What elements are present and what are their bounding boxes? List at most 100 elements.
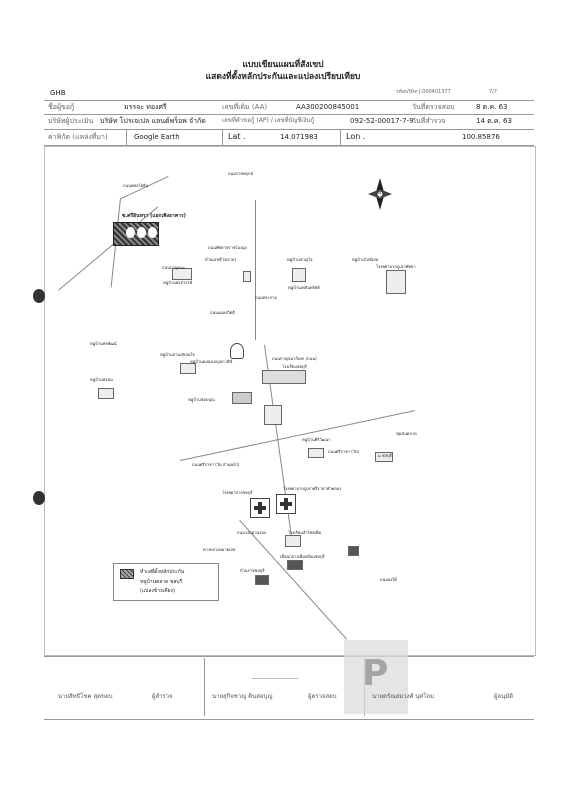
map-label: ถนนวงแหวนรอบ	[237, 530, 267, 535]
map-label: ชุมชนตลาด	[396, 431, 417, 436]
company-stamp: P	[344, 640, 408, 714]
page-number: 7/7	[489, 89, 498, 95]
company-value: บริษัท โปรเจเปล แลนด์พร็อพ จำกัด	[100, 117, 206, 125]
ap-label: เลขที่คำขอกู้ (AP) / เลขที่บัญชีเงินกู้	[222, 117, 315, 124]
map-label: หมู่บ้านชาญใจ	[287, 257, 313, 262]
building-icon	[285, 535, 301, 547]
school-building-icon	[262, 370, 306, 384]
map-label: หมู่บ้านเพลินทรัพย์	[288, 285, 320, 290]
map-label: ถนนลงใต้	[380, 577, 397, 582]
map-label: ถนนศรีราชา (วัด ส่วนหน้า)	[192, 462, 240, 467]
signer-name: นายดรัณสมวงศ์ นุศโลม	[372, 693, 435, 700]
map-label: หมู่บ้านพรสวรรค์	[163, 280, 193, 285]
lon-label: Lon .	[346, 132, 366, 141]
map-label: ทางหลวงหมายเลข	[203, 547, 236, 552]
map-label: โรงพยาบาลภูเขาศรีราชาหัวคลอง	[283, 486, 342, 491]
legend-item: หมู่บ้านตลาด ชลบุรี	[140, 579, 183, 585]
map-label: โรงเรียนลำไทยเพิ่ม	[288, 530, 322, 535]
map-label: หมู่บ้านพรหม	[90, 377, 113, 382]
company-label: บริษัทผู้ประเมิน	[48, 117, 94, 125]
hospital-icon	[250, 498, 270, 518]
map-label: ถนนราชพฤกษ์	[228, 171, 254, 176]
building-icon	[348, 546, 359, 556]
signature-cell: นายสิทธิโชค สุดขอบ ผู้สำรวจ	[44, 658, 205, 716]
map-label: โรงพยาบาลชลบุรี	[222, 490, 253, 495]
form-row-coords: ค่าพิกัด (แหล่งที่มา) Google Earth Lat .…	[44, 130, 534, 146]
building-icon	[292, 268, 306, 282]
signer-role: ผู้อนุมัติ	[494, 693, 514, 700]
map-legend: ทำเลที่ตั้งหลักประกัน หมู่บ้านตลาด ชลบุร…	[113, 563, 219, 601]
owner-value: มรรจะ ทองศรี	[124, 103, 167, 111]
form-row-owner: ชื่อผู้ขอกู้ มรรจะ ทองศรี เลขที่เดิม (AA…	[44, 100, 534, 115]
map-label: เขื่อนกลางเพิ่มพร้อมชลบุรี	[280, 554, 325, 559]
coord-label: ค่าพิกัด (แหล่งที่มา)	[48, 133, 108, 141]
temple-icon	[232, 392, 252, 404]
binder-hole	[33, 491, 45, 505]
map-label: หมู่บ้านคลองเบญจภาคินี	[190, 359, 233, 364]
legend-swatch	[120, 569, 134, 579]
assess-date-label: วันที่สำรวจ	[412, 117, 446, 125]
map-label: โรงพยาบาลภูเขาพัทยา	[376, 264, 416, 269]
building-icon	[264, 405, 282, 425]
map-label: หมู่บ้านสวนสุขสมใจ	[160, 352, 195, 357]
building-icon	[287, 560, 303, 570]
temple-marker-icon	[230, 343, 244, 359]
page-title: แบบเขียนแผนที่สังเขป	[242, 60, 324, 70]
signer-role: ผู้สำรวจ	[152, 693, 173, 700]
map-label: ถนนกาญจนาภิเษก (ถนน)	[272, 356, 317, 361]
building-icon	[243, 271, 251, 282]
form-row-header: GHB รหัสบริษัท J.000401377 7/7	[44, 86, 534, 101]
survey-date-value: 8 ต.ค. 63	[476, 103, 508, 111]
lat-value: 14.071983	[280, 133, 318, 141]
aa-value: AA300200845001	[296, 103, 360, 111]
map-label: บ้านราชชลบุรี	[240, 568, 265, 573]
ap-value: 092-52-00017-7-9	[350, 117, 414, 125]
hospital-icon	[276, 494, 296, 514]
north-arrow-icon: N	[368, 178, 392, 210]
map-label: หมู่บ้านไลท์เสอ	[352, 257, 379, 262]
assess-date-value: 14 ต.ค. 63	[476, 117, 512, 125]
map-label: ซ.ศรีอินทรา (แยกเพิงอาคาร)	[122, 213, 186, 219]
legend-item: ทำเลที่ตั้งหลักประกัน	[140, 569, 185, 575]
map-label: ถนนพัทยาปราชโมงมุ่ง	[208, 245, 247, 250]
signer-name: นายสิทธิโชค สุดขอบ	[58, 693, 113, 700]
map-label: ม.ชลบุรี	[378, 453, 392, 458]
map-label: โรงเรียนชลบุรี	[282, 364, 307, 369]
form-row-company: บริษัทผู้ประเมิน บริษัท โปรเจเปล แลนด์พร…	[44, 114, 534, 130]
building-icon	[255, 575, 269, 585]
signature-cell: P นายดรัณสมวงศ์ นุศโลม ผู้อนุมัติ	[344, 640, 534, 716]
building-icon	[308, 448, 324, 458]
map-label: ถนนพหลโยธิน	[123, 183, 149, 188]
survey-date-label: วันที่ตรวจสอบ	[412, 103, 455, 111]
coord-source: Google Earth	[134, 133, 180, 141]
map-label: ถนนพระราม	[255, 295, 277, 300]
legend-item: (แปลงข้างเคียง)	[140, 588, 175, 594]
map-label: หมู่บ้านศิริวัฒนา	[302, 437, 331, 442]
building-icon	[172, 268, 192, 280]
signer-role: ผู้ตรวจสอบ	[308, 693, 337, 700]
signature-mark	[251, 664, 307, 679]
building-icon	[98, 388, 114, 399]
owner-label: ชื่อผู้ขอกู้	[48, 103, 75, 111]
grid-building-icon	[386, 270, 406, 294]
signature-cell: นายสุกิจชาญ ดินสอบุญ ผู้ตรวจสอบ	[204, 658, 365, 716]
map-label: ถนนศรีราชา (วัด)	[328, 449, 360, 454]
org-label: GHB	[50, 89, 66, 97]
ref-code: รหัสบริษัท J.000401377	[396, 89, 451, 95]
map-label: หมู่บ้านชอบบุณ	[188, 397, 215, 402]
road-line	[255, 200, 256, 340]
signature-section	[44, 656, 534, 720]
lon-value: 100.85876	[462, 133, 500, 141]
lat-label: Lat .	[228, 132, 246, 141]
map-label: หมู่บ้านพรพัฒน์	[90, 341, 117, 346]
binder-hole	[33, 289, 45, 303]
map-label: บ้านเลขที่ (ตลาด)	[205, 257, 236, 262]
map-label: ถนนกาญจนะ	[162, 265, 186, 270]
aa-label: เลขที่เดิม (AA)	[222, 103, 268, 111]
subject-property-marker	[113, 222, 159, 246]
site-map	[44, 146, 536, 656]
page-subtitle: แสดงที่ตั้งหลักประกันและแปลงเปรียบเทียบ	[205, 72, 361, 82]
map-label: ถนนแผลงกิตติ	[210, 310, 235, 315]
building-icon	[180, 363, 196, 374]
building-icon	[375, 452, 393, 462]
